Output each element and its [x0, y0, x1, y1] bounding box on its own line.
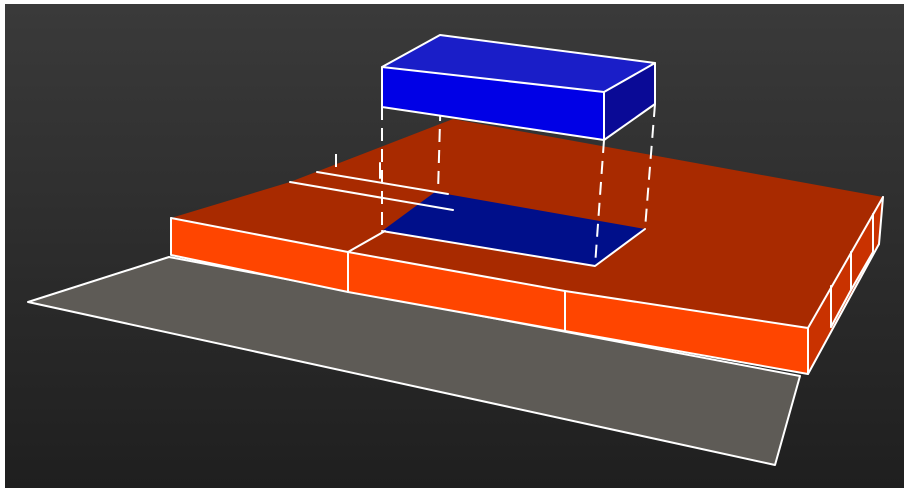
base-slab-front-left[interactable] — [171, 218, 348, 292]
projection-line-back-left — [437, 86, 442, 193]
blue-recess-floor[interactable] — [382, 192, 645, 266]
blue-block-front[interactable] — [382, 67, 604, 140]
projection-line-front-right — [594, 139, 605, 267]
base-slab-end-face[interactable] — [808, 197, 883, 374]
blue-block-side[interactable] — [604, 63, 655, 140]
base-slab-front-middle[interactable] — [348, 252, 565, 331]
panel-line-upper — [289, 181, 454, 211]
base-slab-front-right[interactable] — [565, 291, 808, 374]
ground-plane[interactable] — [27, 256, 801, 466]
panel-line-diagonal — [347, 230, 386, 253]
base-slab-end-vertical — [878, 196, 884, 245]
base-slab-end-bottom — [807, 243, 880, 375]
3d-scene-canvas[interactable] — [5, 4, 904, 488]
base-slab-bottom-front-edge — [170, 217, 809, 375]
blue-block-top[interactable] — [382, 35, 655, 92]
